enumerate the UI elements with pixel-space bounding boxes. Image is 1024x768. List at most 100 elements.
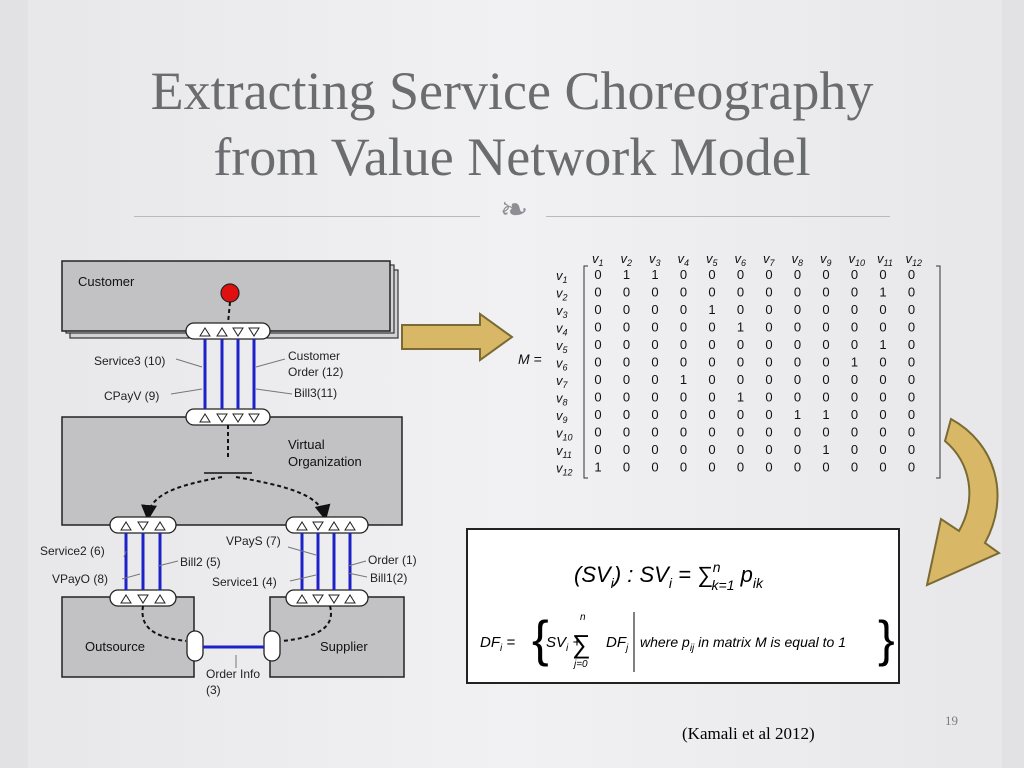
matrix-cell: 0 — [737, 285, 744, 300]
matrix-cell: 0 — [623, 372, 630, 387]
matrix-cell: 0 — [879, 320, 886, 335]
df-where: where p — [640, 634, 690, 650]
matrix-cell: 0 — [737, 442, 744, 457]
virtual-org-label-1: Virtual — [288, 437, 325, 452]
matrix-cell: 0 — [794, 460, 801, 475]
matrix-cell: 0 — [651, 460, 658, 475]
matrix-cell: 0 — [737, 407, 744, 422]
matrix-cell: 0 — [794, 442, 801, 457]
matrix-cell: 0 — [708, 355, 715, 370]
df-sum-lower: j=0 — [572, 659, 588, 670]
sv-formula-mid: ) : SV — [611, 562, 671, 587]
flow-label-service2: Service2 (6) — [40, 544, 105, 558]
matrix-cell: 0 — [708, 407, 715, 422]
matrix-cell: 0 — [765, 337, 772, 352]
df-where-rest: in matrix M is equal to 1 — [694, 634, 846, 650]
matrix-cell: 0 — [623, 320, 630, 335]
sv-formula-p-sub: ik — [753, 575, 764, 591]
matrix-cell: 0 — [794, 372, 801, 387]
order-info-ports — [186, 630, 281, 662]
matrix-cell: 0 — [651, 407, 658, 422]
matrix-cell: 0 — [908, 425, 915, 440]
matrix-cell: 0 — [822, 460, 829, 475]
sv-formula-sub-i-2: i — [669, 575, 673, 591]
matrix-cell: 0 — [765, 285, 772, 300]
flow-label-vpayo: VPayO (8) — [52, 572, 108, 586]
matrix-cell: 0 — [765, 460, 772, 475]
matrix-col-header-1: v1 — [592, 251, 604, 268]
matrix-cell: 0 — [765, 390, 772, 405]
matrix-cell: 0 — [851, 425, 858, 440]
matrix-cell: 0 — [737, 337, 744, 352]
matrix-cell: 0 — [651, 302, 658, 317]
flow-label-bill2: Bill2 (5) — [180, 555, 221, 569]
slide-right-margin — [1002, 0, 1024, 768]
right-arrow-icon — [401, 312, 514, 362]
matrix-cell: 0 — [594, 355, 601, 370]
matrix-cell: 0 — [623, 337, 630, 352]
matrix-row-header-12: v12 — [556, 461, 573, 478]
outsource-label: Outsource — [85, 639, 145, 654]
slide-left-margin — [0, 0, 28, 768]
matrix-cell: 0 — [908, 355, 915, 370]
matrix-cell: 0 — [594, 337, 601, 352]
matrix-cell: 0 — [908, 390, 915, 405]
matrix-cell: 0 — [822, 267, 829, 282]
matrix-cell: 0 — [708, 372, 715, 387]
flow-label-order-info-2: (3) — [206, 683, 221, 697]
title-divider-right — [546, 216, 890, 217]
matrix-cell: 0 — [623, 390, 630, 405]
label-leader-lines — [121, 358, 368, 668]
df-where-sub: ij — [690, 643, 695, 654]
matrix-cell: 0 — [651, 442, 658, 457]
matrix-cell: 0 — [651, 372, 658, 387]
matrix-cell: 0 — [737, 302, 744, 317]
matrix-cell: 1 — [851, 355, 858, 370]
matrix-cell: 1 — [822, 407, 829, 422]
slide-title: Extracting Service Choreography from Val… — [60, 58, 964, 190]
matrix-cell: 0 — [908, 320, 915, 335]
matrix-row-header-11: v11 — [556, 443, 572, 460]
matrix-cell: 0 — [908, 442, 915, 457]
customer-port-triangles — [199, 327, 260, 423]
matrix-cell: 0 — [708, 267, 715, 282]
matrix-cell: 0 — [879, 302, 886, 317]
matrix-cell: 0 — [794, 337, 801, 352]
matrix-row-header-6: v6 — [556, 356, 568, 373]
matrix-cell: 0 — [680, 425, 687, 440]
customer-label: Customer — [78, 274, 135, 289]
lower-flow-lines — [124, 533, 352, 590]
matrix-cell: 0 — [794, 390, 801, 405]
matrix-cell: 0 — [822, 372, 829, 387]
matrix-cell: 0 — [737, 425, 744, 440]
matrix-cell: 0 — [765, 320, 772, 335]
matrix-cell: 0 — [651, 355, 658, 370]
matrix-cell: 0 — [908, 302, 915, 317]
matrix-cell: 0 — [822, 390, 829, 405]
flow-label-bill3: Bill3(11) — [294, 386, 337, 400]
matrix-cell: 0 — [594, 407, 601, 422]
curved-down-arrow-icon — [925, 417, 1002, 587]
title-divider-left — [134, 216, 480, 217]
matrix-row-header-10: v10 — [556, 426, 573, 443]
matrix-cell: 0 — [594, 425, 601, 440]
matrix-row-header-4: v4 — [556, 321, 568, 338]
df-formula-lhs-sub: i — [500, 643, 503, 654]
matrix-cell: 0 — [851, 337, 858, 352]
matrix-cell: 0 — [651, 425, 658, 440]
lower-port-triangles — [120, 521, 356, 604]
matrix-cell: 1 — [794, 407, 801, 422]
supplier-box: Supplier — [269, 596, 405, 678]
flow-label-customer-order-1: Customer — [288, 349, 340, 363]
value-network-diagram: Customer Virtual Organization Outsource … — [40, 260, 417, 697]
flow-label-bill1: Bill1(2) — [370, 571, 407, 585]
df-formula-term-sub: j — [624, 643, 629, 654]
matrix-cell: 0 — [822, 355, 829, 370]
svg-text:DFi =: DFi = — [480, 634, 515, 654]
customer-box: Customer — [61, 260, 399, 339]
title-line-2: from Value Network Model — [213, 127, 811, 187]
matrix-cell: 0 — [737, 267, 744, 282]
matrix-cell: 1 — [623, 267, 630, 282]
vo-dash-right — [235, 476, 331, 521]
